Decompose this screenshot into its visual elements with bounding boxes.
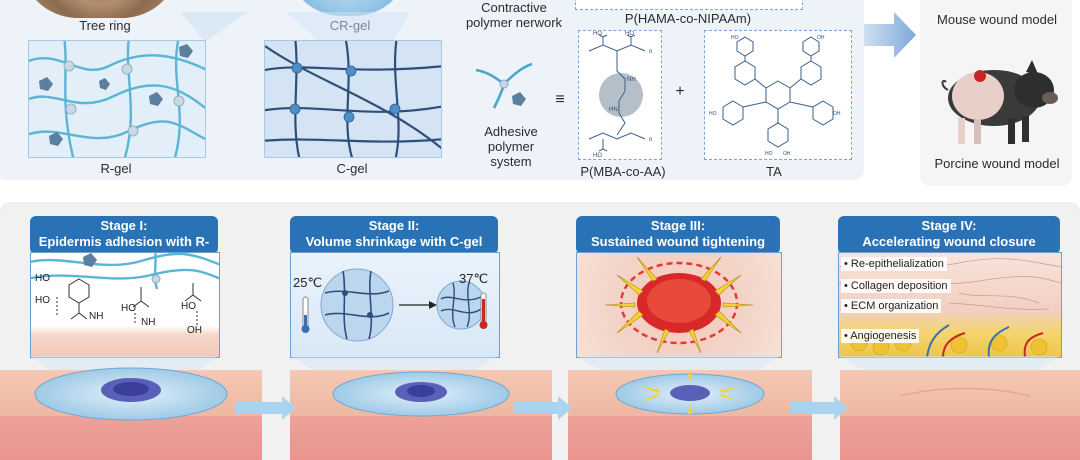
svg-text:n: n	[649, 137, 652, 143]
equiv-symbol: ≡	[555, 91, 565, 108]
chem-ho-3: HO	[121, 303, 136, 314]
adhesive-polymer-icon	[475, 62, 533, 109]
svg-text:HO: HO	[731, 35, 739, 41]
r-gel-network	[23, 35, 210, 162]
svg-text:HN: HN	[609, 107, 618, 113]
contractive-label: Contractive polymer nerwork	[465, 0, 563, 30]
mouse-model-label: Mouse wound model	[937, 12, 1057, 27]
c-gel-label: C-gel	[336, 161, 368, 176]
stage-3-subtitle: Sustained wound tightening	[590, 234, 766, 249]
svg-text:HO: HO	[709, 111, 717, 117]
stage-4-title: Stage IV:	[921, 218, 977, 233]
pig-image	[941, 60, 1058, 144]
temp-low-label: 25℃	[293, 275, 323, 290]
c-gel-network	[259, 35, 446, 162]
stage-1-title: Stage I:	[100, 218, 148, 233]
stage-4-subtitle: Accelerating wound closure	[862, 234, 1036, 249]
stage-2-illustration: 25℃ 37℃	[290, 252, 500, 358]
skin-blocks	[0, 356, 1080, 460]
mba-structure-box: HO HO NH HN HO n n	[578, 30, 662, 160]
chem-ho-4: HO	[181, 301, 196, 312]
temp-high-label: 37℃	[459, 271, 489, 286]
svg-text:OH: OH	[833, 111, 841, 117]
stage-3-title: Stage III:	[650, 218, 706, 233]
porcine-model-label: Porcine wound model	[934, 156, 1060, 171]
tree-ring-label: Tree ring	[79, 18, 131, 33]
feature-angiogenesis: • Angiogenesis	[841, 329, 920, 343]
hama-box	[575, 0, 803, 10]
tree-ring-image	[20, 0, 180, 18]
model-arrow-icon	[864, 12, 916, 58]
svg-text:OH: OH	[817, 35, 825, 41]
chem-ho-2: HO	[35, 295, 50, 306]
stage-4-illustration: • Re-epithelialization • Collagen deposi…	[838, 252, 1062, 358]
feature-ecm-organization: • ECM organization	[841, 299, 942, 313]
r-gel-label: R-gel	[100, 161, 132, 176]
stage-1-illustration: HO HO NH HO NH HO OH	[30, 252, 220, 358]
chem-nh-2: NH	[141, 317, 156, 328]
ta-structure-box: HO OH HO OH HO OH	[704, 30, 852, 160]
svg-text:HO: HO	[593, 31, 602, 37]
stage-2-subtitle: Volume shrinkage with C-gel	[305, 234, 483, 249]
stage-3-header: Stage III: Sustained wound tightening	[576, 216, 780, 254]
stage-4-header: Stage IV: Accelerating wound closure	[838, 216, 1060, 254]
hama-label: P(HAMA-co-NIPAAm)	[624, 11, 752, 26]
adhesive-label: Adhesive polymer system	[484, 124, 538, 169]
ta-label: TA	[766, 164, 782, 179]
feature-re-epithelialization: • Re-epithelialization	[841, 257, 947, 271]
svg-text:HO: HO	[593, 153, 602, 159]
feature-collagen-deposition: • Collagen deposition	[841, 279, 951, 293]
svg-text:NH: NH	[627, 77, 636, 83]
svg-text:HO: HO	[625, 31, 634, 37]
plus-symbol: +	[675, 83, 685, 100]
svg-text:n: n	[649, 49, 652, 55]
stage-1-header: Stage I: Epidermis adhesion with R-gel	[30, 216, 218, 265]
connector-lines	[180, 12, 410, 40]
chem-oh: OH	[187, 325, 202, 336]
chem-nh-1: NH	[89, 311, 104, 322]
svg-text:OH: OH	[783, 151, 791, 157]
mba-label: P(MBA-co-AA)	[580, 164, 666, 179]
stage-2-header: Stage II: Volume shrinkage with C-gel	[290, 216, 498, 254]
stage-3-illustration	[576, 252, 782, 358]
svg-text:HO: HO	[765, 151, 773, 157]
chem-ho-1: HO	[35, 273, 50, 284]
stage-2-title: Stage II:	[368, 218, 420, 233]
